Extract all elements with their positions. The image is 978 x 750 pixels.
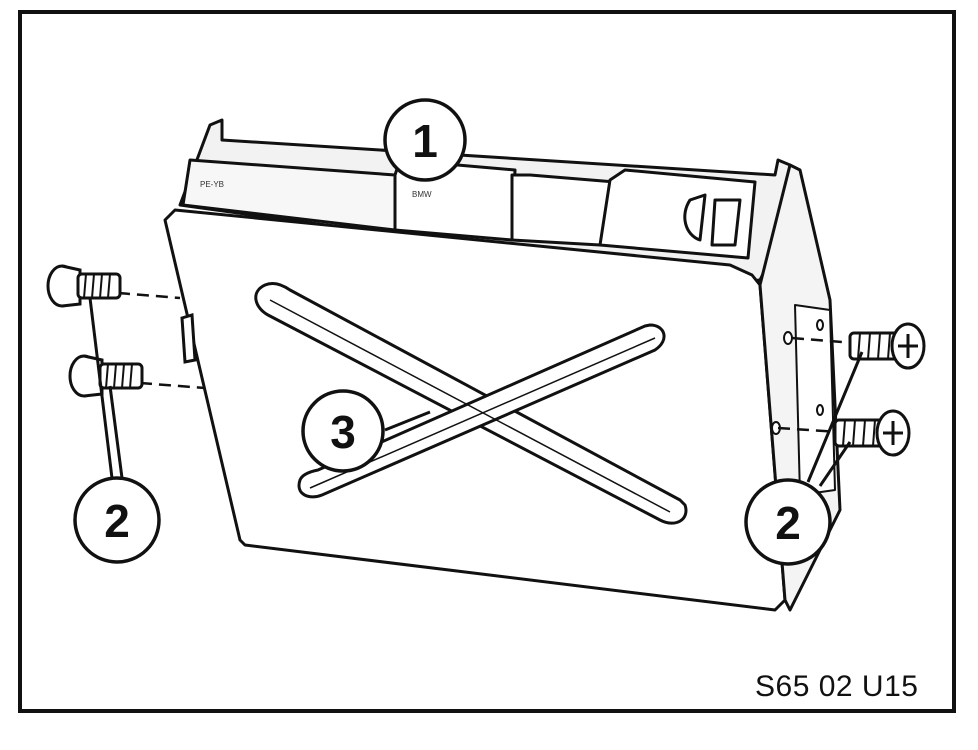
screw-left-upper	[46, 264, 122, 308]
screw-left-lower	[68, 354, 144, 398]
callout-2-left: 2	[73, 476, 161, 564]
callout-3-label: 3	[330, 406, 356, 458]
callout-1: 1	[383, 98, 467, 182]
housing-mark-left: PE-YB	[200, 180, 224, 189]
screw-right-upper	[848, 322, 926, 370]
figure-code: S65 02 U15	[755, 670, 919, 703]
callout-3: 3	[301, 389, 385, 473]
callout-2-left-label: 2	[104, 495, 130, 547]
housing-top	[178, 118, 792, 284]
leader-lines	[88, 297, 864, 487]
callout-2-right: 2	[744, 478, 832, 566]
callout-1-label: 1	[412, 115, 438, 167]
screw-right-lower	[833, 409, 911, 457]
alignment-lines	[117, 291, 856, 434]
left-edge-tab	[180, 313, 197, 364]
housing-mark-center: BMW	[412, 190, 432, 199]
callout-2-right-label: 2	[775, 497, 801, 549]
